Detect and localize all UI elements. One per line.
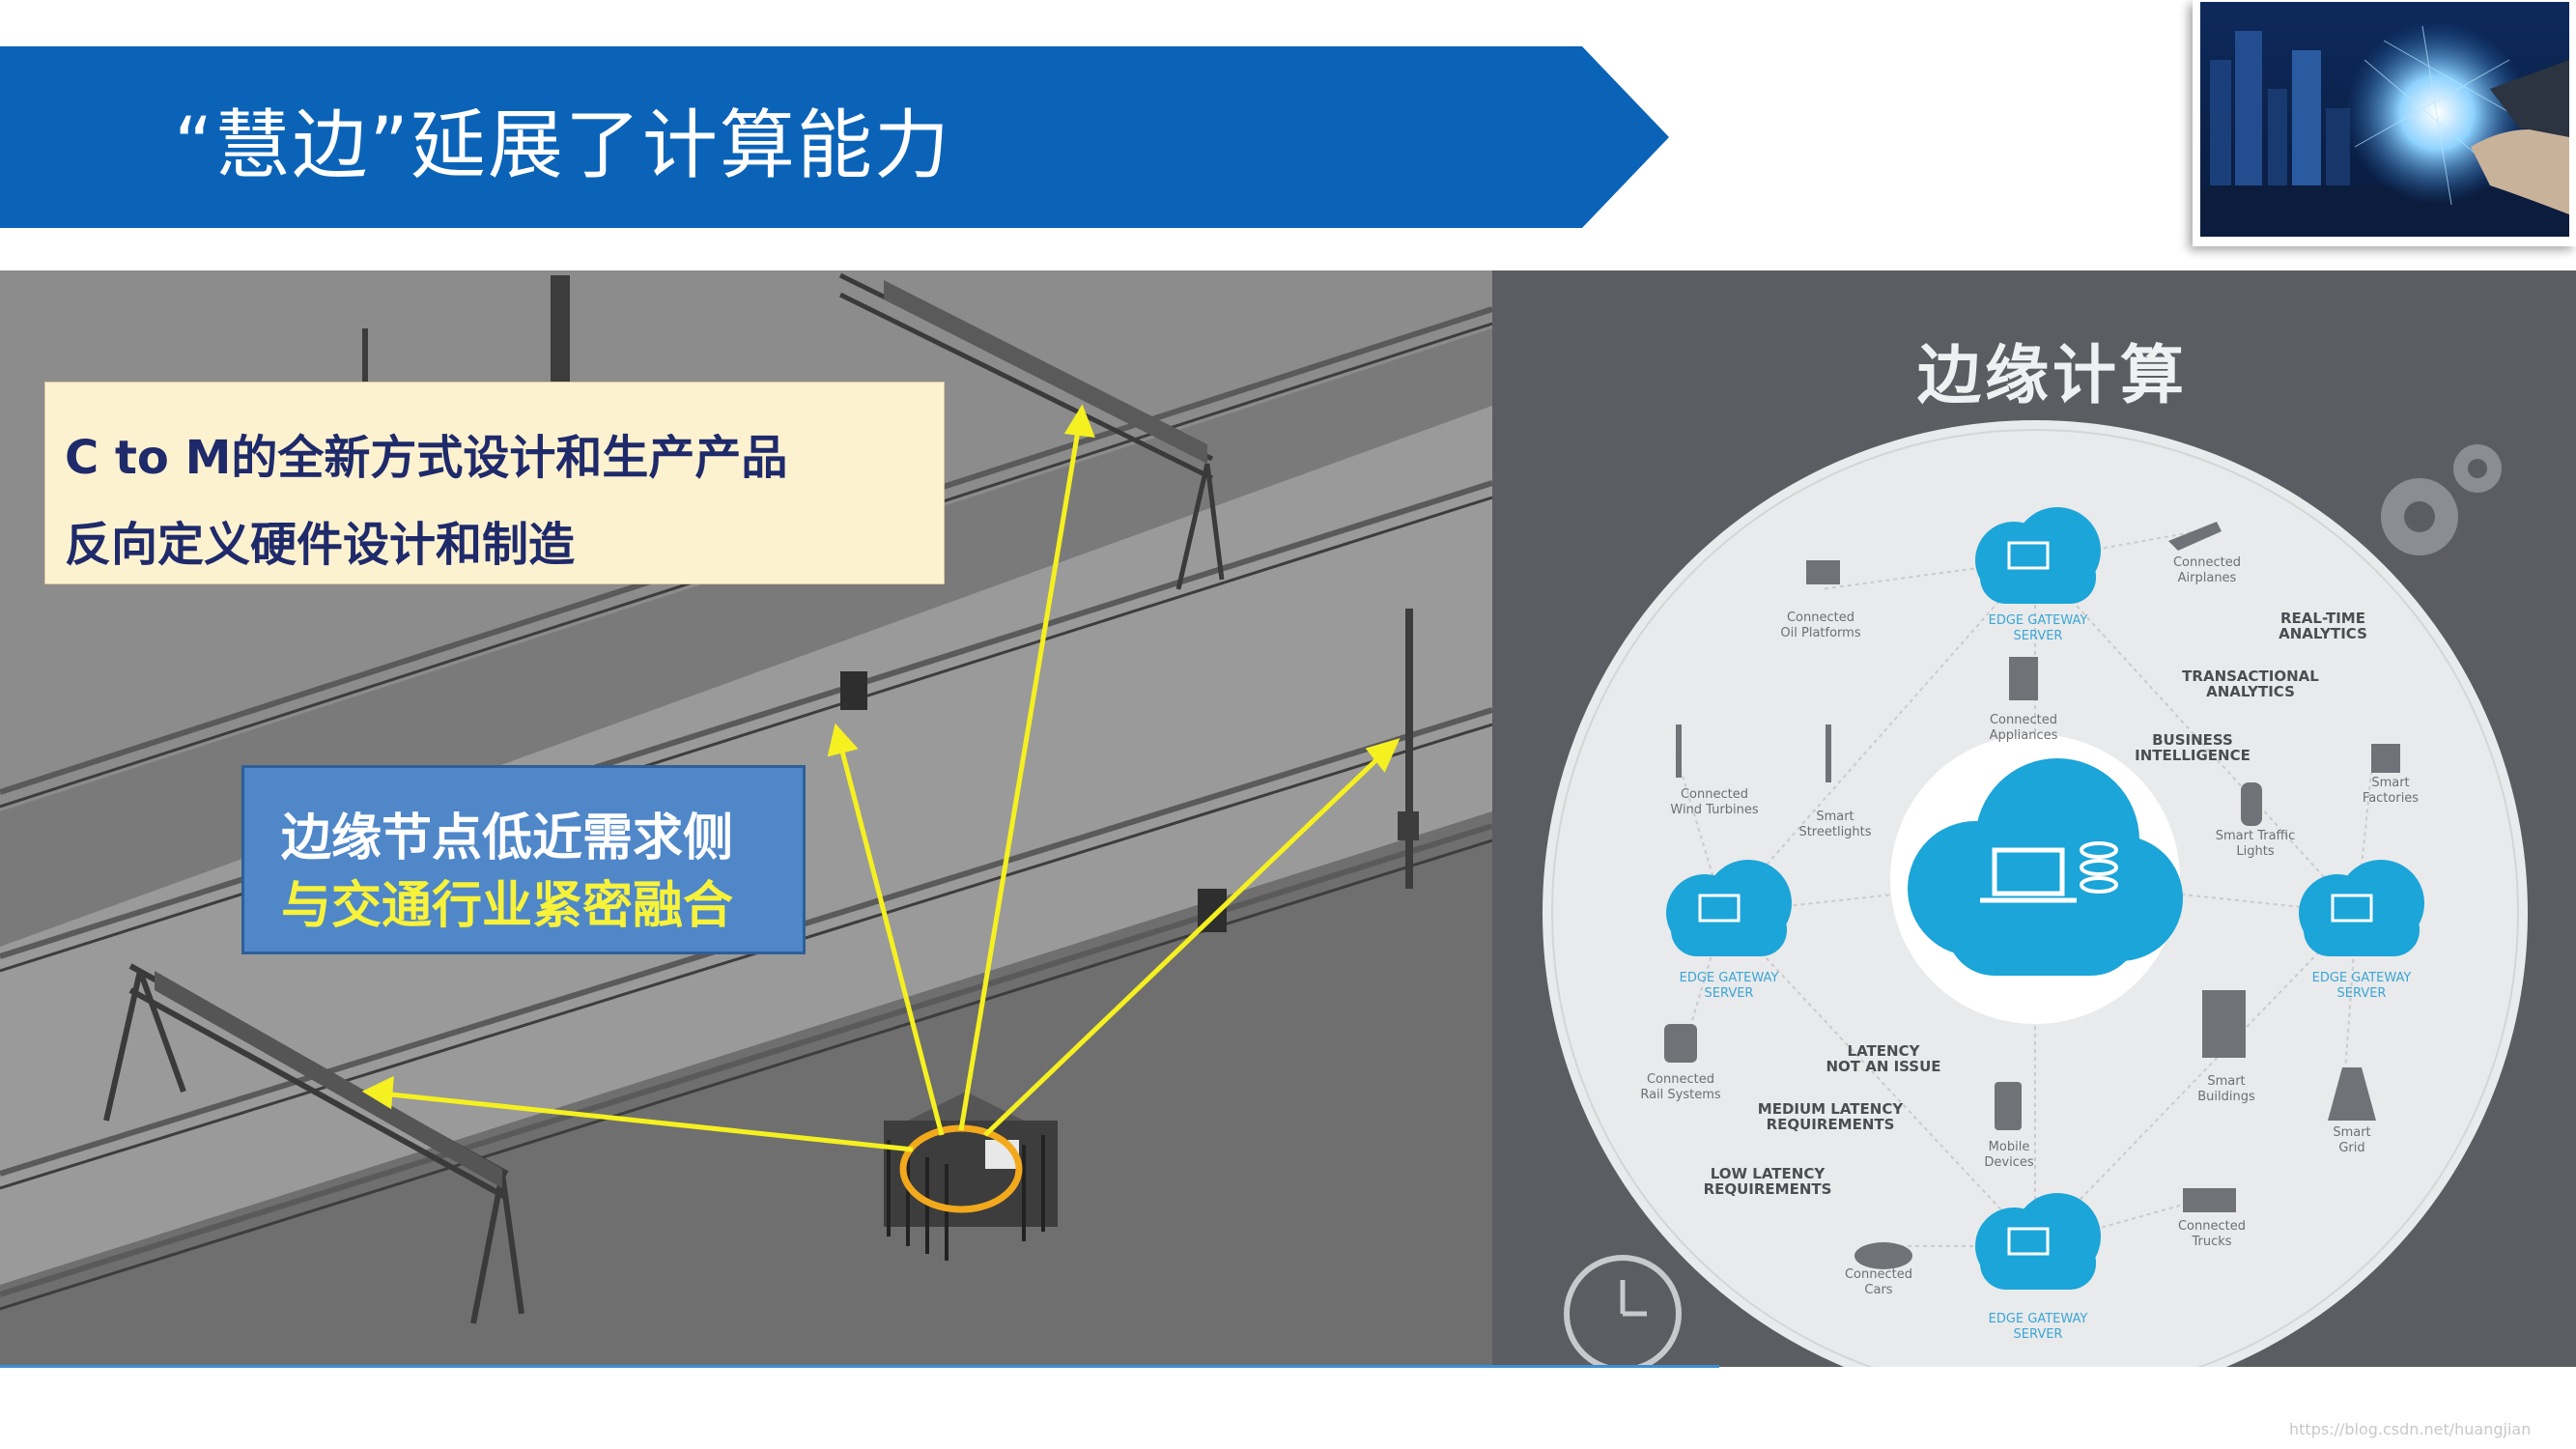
edge-gateway-left-label: EDGE GATEWAY SERVER (1679, 971, 1779, 1001)
callout-design-line1: C to M的全新方式设计和生产产品 (65, 431, 788, 485)
node-wind-turbines: Connected Wind Turbines (1670, 787, 1759, 817)
callout-design-line2: 反向定义硬件设计和制造 (65, 518, 576, 572)
node-smart-grid: Smart Grid (2333, 1125, 2371, 1155)
node-cars: Connected Cars (1844, 1267, 1912, 1297)
edge-gateway-right-label: EDGE GATEWAY SERVER (2311, 971, 2412, 1001)
callout-design: C to M的全新方式设计和生产产品 反向定义硬件设计和制造 (44, 382, 945, 584)
data-center-cloud-label: DATA CENTER/ CLOUD (1965, 980, 2106, 1016)
node-transactional-analytics: TRANSACTIONAL ANALYTICS (2182, 668, 2319, 700)
edge-gateway-top-label: EDGE GATEWAY SERVER (1988, 613, 2088, 643)
edge-gateway-bottom-label: EDGE GATEWAY SERVER (1988, 1312, 2088, 1342)
smart-city-thumbnail (2193, 0, 2576, 246)
node-trucks: Connected Trucks (2177, 1219, 2246, 1249)
node-oil-platforms: Connected Oil Platforms (1780, 611, 1861, 640)
bottom-divider (0, 1365, 1719, 1368)
callout-edge-node: 边缘节点低近需求侧 与交通行业紧密融合 (241, 765, 806, 954)
node-business-intelligence: BUSINESS INTELLIGENCE (2135, 731, 2250, 764)
edge-computing-title: 边缘计算 (1917, 337, 2188, 412)
title-banner (0, 46, 1671, 228)
node-smart-buildings: Smart Buildings (2197, 1074, 2255, 1104)
slide-title: “慧边”延展了计算能力 (174, 102, 951, 189)
callout-edge-line1: 边缘节点低近需求侧 (281, 810, 734, 867)
node-latency-low: LOW LATENCY REQUIREMENTS (1703, 1165, 1832, 1198)
node-airplanes: Connected Airplanes (2172, 555, 2241, 585)
node-traffic-lights: Smart Traffic Lights (2215, 829, 2296, 859)
node-appliances: Connected Appliances (1989, 713, 2058, 743)
node-smart-factories: Smart Factories (2362, 776, 2420, 806)
node-latency-none: LATENCY NOT AN ISSUE (1826, 1042, 1941, 1075)
edge-computing-diagram: 边缘计算 DATA CENTER/ CLOUD EDGE GATEWAY SER… (1492, 270, 2576, 1367)
watermark: https://blog.csdn.net/huangjian (2289, 1420, 2532, 1438)
node-streetlights: Smart Streetlights (1798, 810, 1872, 839)
node-realtime-analytics: REAL-TIME ANALYTICS (2279, 610, 2367, 642)
node-mobile-devices: Mobile Devices (1984, 1140, 2034, 1170)
callout-edge-line2: 与交通行业紧密融合 (281, 877, 734, 935)
node-rail-systems: Connected Rail Systems (1640, 1072, 1721, 1102)
node-latency-medium: MEDIUM LATENCY REQUIREMENTS (1757, 1100, 1904, 1133)
